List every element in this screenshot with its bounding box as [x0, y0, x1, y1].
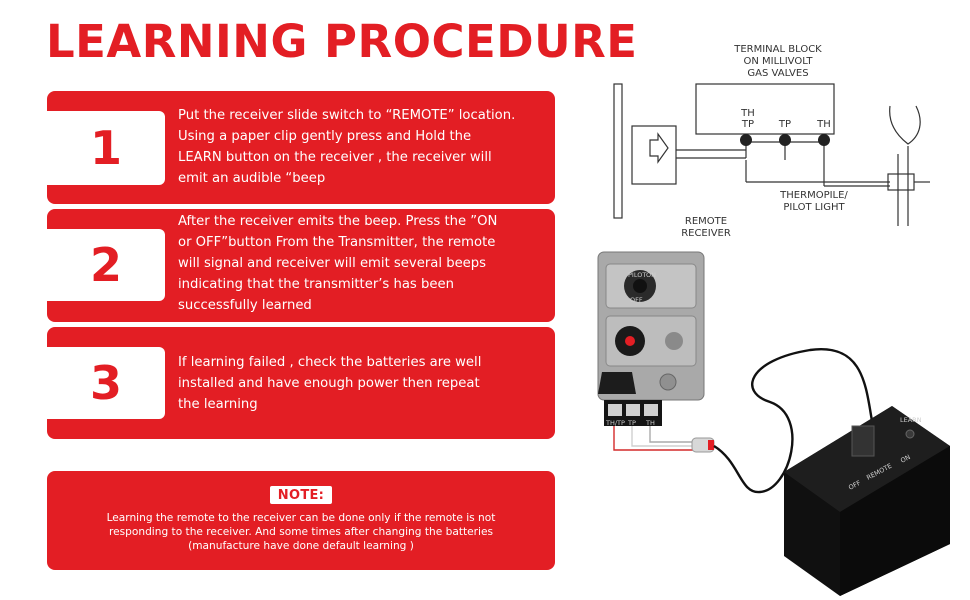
note-line: (manufacture have done default learning …	[188, 540, 414, 552]
terminal-label: TP	[778, 119, 791, 130]
step-line: will signal and receiver will emit sever…	[178, 256, 487, 271]
page-title: LEARNING PROCEDURE	[46, 15, 638, 68]
knob-label: OFF	[630, 296, 643, 304]
slide-switch	[851, 425, 875, 457]
note-line: responding to the receiver. And some tim…	[109, 526, 493, 538]
wall-plate	[613, 83, 623, 219]
step-line: After the receiver emits the beep. Press…	[178, 214, 498, 229]
step-line: successfully learned	[178, 298, 312, 313]
wiring-diagram: TERMINAL BLOCK ON MILLIVOLT GAS VALVES T…	[613, 44, 930, 239]
terminal-dot	[818, 134, 830, 146]
step-number: 2	[89, 238, 122, 292]
step-3-text: If learning failed , check the batteries…	[178, 352, 545, 415]
step-number: 1	[89, 121, 122, 175]
step-line: Put the receiver slide switch to “REMOTE…	[178, 108, 516, 123]
note-text: Learning the remote to the receiver can …	[63, 511, 539, 553]
step-2-text: After the receiver emits the beep. Press…	[178, 211, 545, 316]
step-line: the learning	[178, 397, 258, 412]
pilot-flame-icon	[889, 105, 921, 145]
terminal-label: TP	[741, 119, 754, 130]
receiver-cable	[713, 347, 876, 494]
terminal-block	[695, 83, 835, 135]
wires	[613, 426, 694, 451]
terminal-label: TH	[816, 119, 831, 130]
step-3-card: 3 If learning failed , check the batteri…	[47, 327, 555, 439]
diagram-label: ON MILLIVOLT	[743, 56, 813, 67]
note-card: NOTE: Learning the remote to the receive…	[47, 471, 555, 570]
wire-connector	[691, 437, 715, 453]
diagram-label: THERMOPILE/	[779, 190, 848, 201]
diagram-label: REMOTE	[685, 216, 727, 227]
step-number-box: 3	[47, 347, 165, 419]
terminal-label: TH	[645, 419, 655, 427]
step-line: If learning failed , check the batteries…	[178, 355, 482, 370]
product-photo: PILOT ON OFF TH/TP TP TH LEARN OFF REM	[597, 251, 950, 596]
step-1-text: Put the receiver slide switch to “REMOTE…	[178, 105, 545, 189]
terminal-label: TP	[627, 419, 636, 427]
diagram-label: RECEIVER	[681, 228, 731, 239]
step-line: indicating that the transmitter’s has be…	[178, 277, 454, 292]
note-line: Learning the remote to the receiver can …	[106, 512, 496, 524]
step-line: installed and have enough power then rep…	[178, 376, 480, 391]
terminal-label: TH	[740, 108, 755, 119]
diagram-label: TERMINAL BLOCK	[733, 44, 822, 55]
note-label: NOTE:	[269, 486, 333, 504]
diagram-label: PILOT LIGHT	[783, 202, 845, 213]
receiver-label: LEARN	[900, 416, 922, 424]
terminal-dot	[740, 134, 752, 146]
terminal-dot	[779, 134, 791, 146]
step-1-card: 1 Put the receiver slide switch to “REMO…	[47, 91, 555, 204]
knob-label: ON	[646, 271, 656, 279]
receiver-label: ON	[899, 453, 912, 465]
remote-receiver: LEARN OFF REMOTE ON	[784, 406, 950, 596]
remote-receiver-box	[631, 125, 677, 185]
step-number: 3	[89, 356, 122, 410]
diagram-label: GAS VALVES	[747, 68, 808, 79]
gas-valve: PILOT ON OFF TH/TP TP TH	[597, 251, 705, 427]
knob-label: PILOT	[628, 271, 646, 279]
step-line: or OFF”button From the Transmitter, the …	[178, 235, 496, 250]
step-line: Using a paper clip gently press and Hold…	[178, 129, 472, 144]
receiver-arrow-icon	[649, 132, 669, 164]
step-number-box: 2	[47, 229, 165, 301]
step-line: LEARN button on the receiver , the recei…	[178, 150, 492, 165]
terminal-label: TH/TP	[605, 419, 625, 427]
step-number-box: 1	[47, 111, 165, 185]
step-2-card: 2 After the receiver emits the beep. Pre…	[47, 209, 555, 322]
step-line: emit an audible “beep	[178, 171, 326, 186]
learn-button	[905, 429, 915, 439]
